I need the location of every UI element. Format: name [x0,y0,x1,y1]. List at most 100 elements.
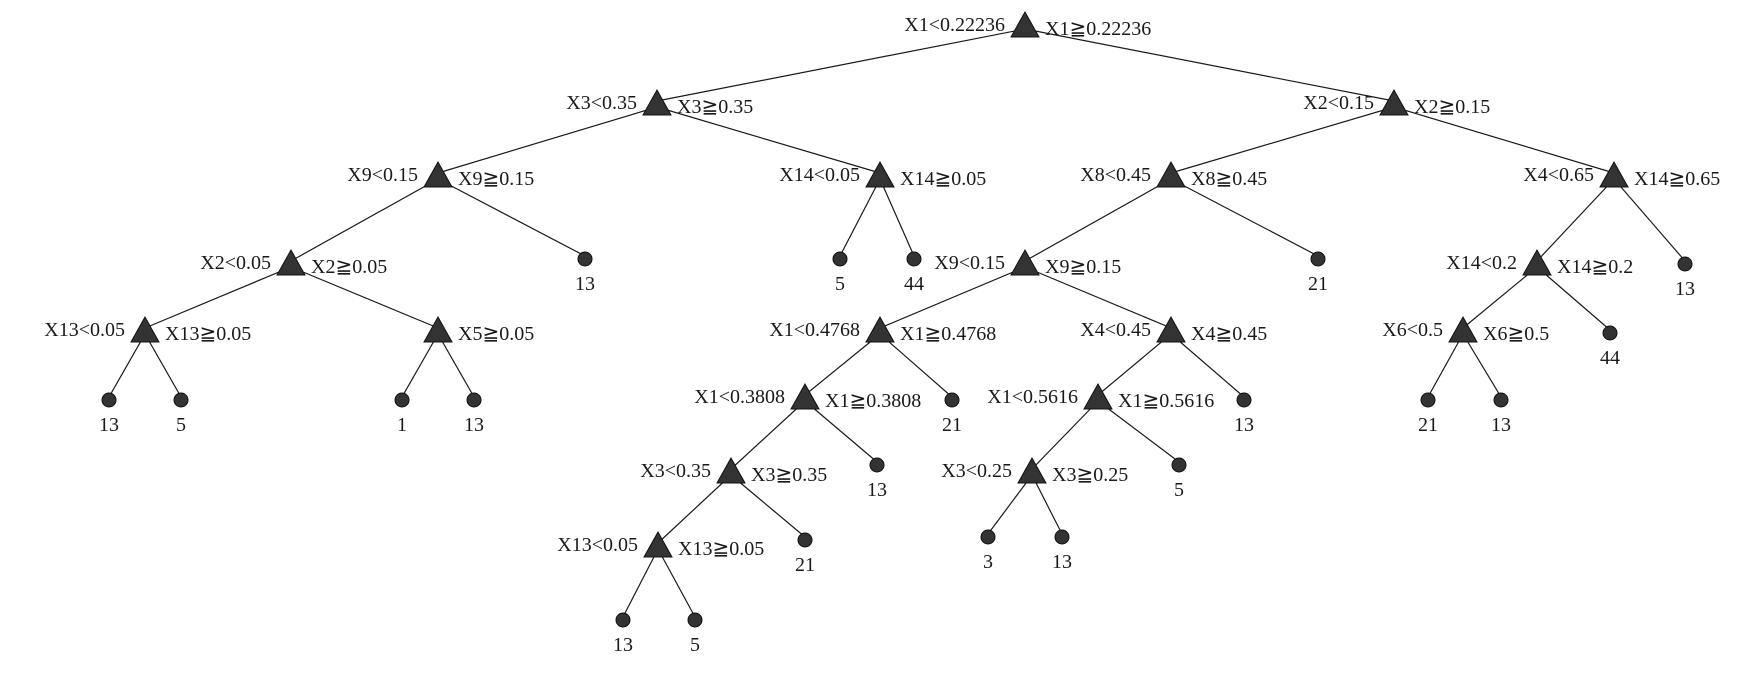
split-rule-left-label: X1<0.3808 [694,386,785,408]
split-node-triangle [716,456,746,484]
branch-edge [804,333,881,396]
branch-edge [657,474,732,544]
split-rule-right-label: X6≧0.5 [1483,323,1549,345]
leaf-value-label: 13 [613,634,633,656]
branch-edge [1427,333,1464,398]
leaf-value-label: 21 [1418,414,1438,436]
branch-edge [879,266,1026,329]
branch-edge [987,474,1033,535]
leaf-node-dot [980,529,996,545]
split-node-triangle [1010,248,1040,276]
tree-edges [108,28,1686,618]
split-rule-right-label: X13≧0.05 [165,323,251,345]
leaf-value-label: 13 [1052,551,1072,573]
leaf-node-dot [1054,529,1070,545]
split-node-triangle [1017,456,1047,484]
branch-edge [144,333,182,398]
split-rule-left-label: X3<0.35 [640,460,711,482]
split-rule-right-label: X2≧0.15 [1414,96,1490,118]
split-node-triangle [276,248,306,276]
leaf-node-dot [869,457,885,473]
split-rule-left-label: X13<0.05 [557,534,638,556]
split-rule-right-label: X1≧0.22236 [1045,18,1151,40]
split-rule-right-label: X2≧0.05 [311,256,387,278]
split-rule-left-label: X4<0.65 [1523,164,1594,186]
leaf-value-label: 3 [983,551,993,573]
leaf-node-dot [687,612,703,628]
split-rule-right-label: X4≧0.45 [1191,323,1267,345]
leaf-node-dot [615,612,631,628]
split-rule-left-label: X1<0.5616 [987,386,1078,408]
leaf-node-dot [906,251,922,267]
leaf-value-label: 13 [464,414,484,436]
split-node-triangle [1448,315,1478,343]
split-rule-left-label: X6<0.5 [1382,319,1443,341]
leaf-node-dot [1420,392,1436,408]
split-rule-left-label: X4<0.45 [1080,319,1151,341]
branch-edge [657,548,696,618]
branch-edge [839,178,881,257]
leaf-node-dot [1171,457,1187,473]
leaf-node-dot [466,392,482,408]
branch-edge [730,400,806,470]
branch-edge [730,474,806,538]
split-rule-right-label: X13≧0.05 [678,538,764,560]
branch-edge [656,106,881,174]
split-node-triangle [1083,382,1113,410]
leaf-value-label: 13 [99,414,119,436]
leaf-node-dot [101,392,117,408]
branch-edge [1536,266,1611,331]
branch-edge [1536,178,1615,262]
branch-edge [437,178,586,257]
leaf-node-dot [944,392,960,408]
split-node-triangle [1010,10,1040,38]
branch-edge [879,333,953,398]
split-rule-left-label: X14<0.2 [1446,252,1517,274]
leaf-node-dot [797,532,813,548]
split-node-triangle [1599,160,1629,188]
leaf-value-label: 44 [1600,347,1620,369]
split-rule-right-label: X3≧0.35 [677,96,753,118]
split-node-triangle [130,315,160,343]
split-node-triangle [643,530,673,558]
leaf-value-label: 5 [1174,479,1184,501]
leaf-value-label: 13 [867,479,887,501]
leaf-value-label: 5 [690,634,700,656]
branch-edge [804,400,878,463]
leaf-node-dot [1236,392,1252,408]
branch-edge [1613,178,1686,262]
branch-edge [1170,178,1319,257]
branch-edge [1031,474,1063,535]
split-rule-right-label: X1≧0.5616 [1118,390,1214,412]
split-node-triangle [865,315,895,343]
leaf-node-dot [832,251,848,267]
branch-edge [1462,333,1502,398]
split-rule-left-label: X9<0.15 [934,252,1005,274]
split-rule-right-label: X3≧0.25 [1052,464,1128,486]
leaf-value-label: 5 [835,273,845,295]
split-rule-right-label: X8≧0.45 [1191,168,1267,190]
split-node-triangle [1156,315,1186,343]
branch-edge [290,178,439,262]
branch-edge [437,106,658,174]
split-rule-left-label: X9<0.15 [347,164,418,186]
branch-edge [144,266,292,329]
branch-edge [656,28,1026,102]
leaf-value-label: 5 [176,414,186,436]
branch-edge [1393,106,1615,174]
split-rule-left-label: X3<0.35 [566,92,637,114]
branch-edge [1024,178,1172,262]
split-node-triangle [642,88,672,116]
split-rule-right-label: X14≧0.05 [900,168,986,190]
split-rule-left-label: X1<0.4768 [769,319,860,341]
leaf-node-dot [577,251,593,267]
branch-edge [1024,28,1395,102]
leaf-value-label: 21 [795,554,815,576]
branch-edge [1170,106,1395,174]
split-rule-right-label: X14≧0.65 [1634,168,1720,190]
branch-edge [1024,266,1172,329]
split-node-triangle [423,160,453,188]
branch-edge [108,333,146,398]
split-rule-left-label: X1<0.22236 [904,14,1005,36]
branch-edge [1031,400,1099,470]
